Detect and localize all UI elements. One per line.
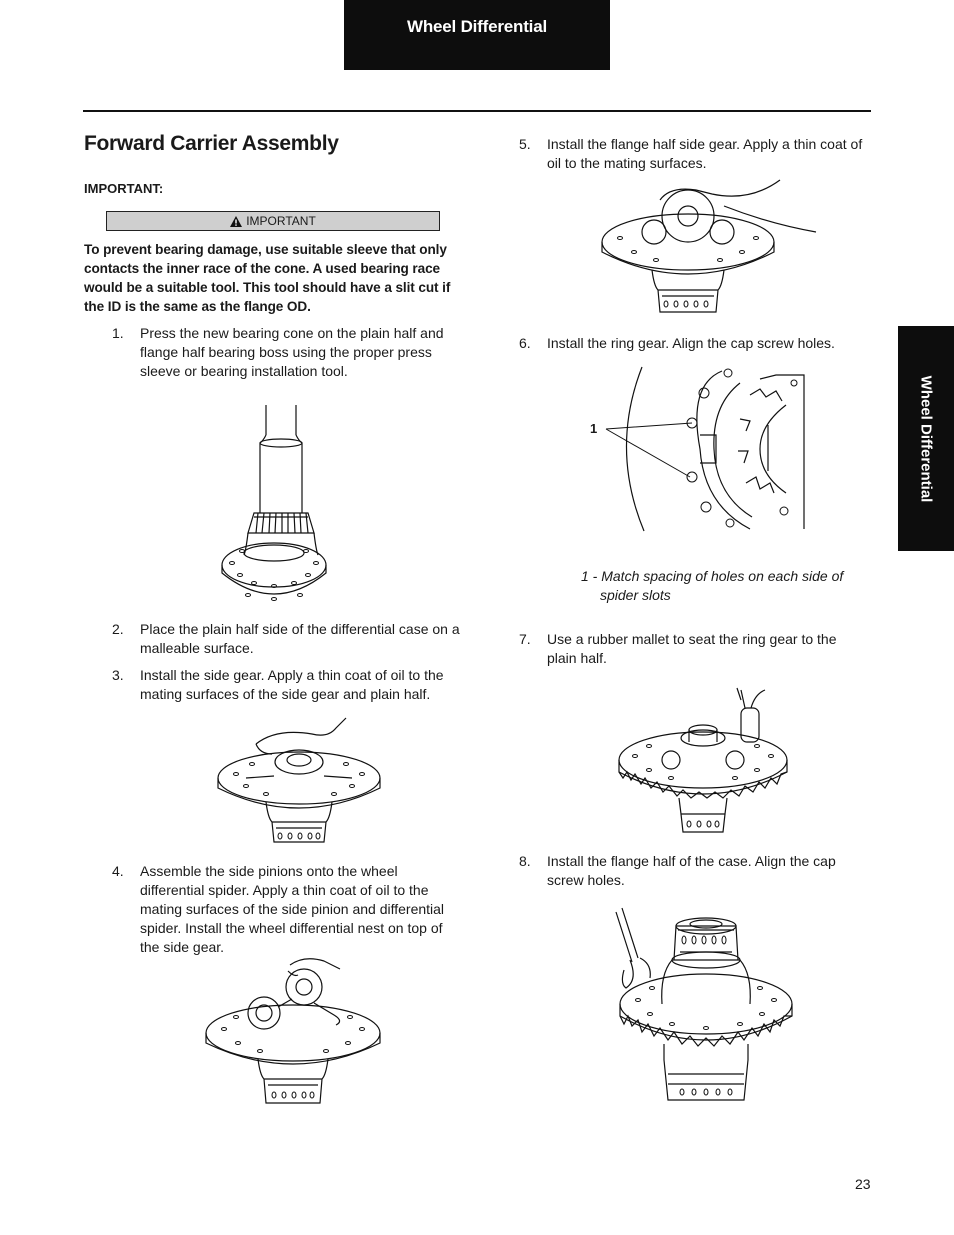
- step-6: 6. Install the ring gear. Align the cap …: [519, 334, 869, 353]
- important-banner: IMPORTANT: [106, 211, 440, 231]
- step-4: 4. Assemble the side pinions onto the wh…: [112, 862, 462, 957]
- step-2: 2. Place the plain half side of the diff…: [112, 620, 462, 658]
- figure-flange-half-install: [612, 904, 796, 1112]
- step-text: Assemble the side pinions onto the wheel…: [140, 863, 445, 955]
- step-number: 2.: [112, 621, 124, 637]
- caption-line-2: spider slots: [600, 587, 671, 603]
- step-7: 7. Use a rubber mallet to seat the ring …: [519, 630, 869, 668]
- figure-callout-1: 1: [590, 421, 598, 436]
- step-text: Install the flange half side gear. Apply…: [547, 136, 863, 171]
- important-banner-label: IMPORTANT: [246, 214, 316, 228]
- figure-caption: 1 - Match spacing of holes on each side …: [581, 567, 861, 605]
- figure-mallet-ring-gear: [615, 686, 797, 834]
- step-number: 1.: [112, 325, 124, 341]
- side-section-label: Wheel Differential: [917, 375, 935, 502]
- figure-ring-gear-alignment: [600, 365, 810, 533]
- figure-side-gear: [216, 718, 382, 844]
- page-number: 23: [855, 1176, 871, 1192]
- figure-bearing-press: [218, 405, 330, 605]
- step-text: Place the plain half side of the differe…: [140, 621, 460, 656]
- step-text: Install the ring gear. Align the cap scr…: [547, 335, 835, 351]
- step-number: 6.: [519, 335, 531, 351]
- step-number: 8.: [519, 853, 531, 869]
- side-section-tab: Wheel Differential: [898, 326, 954, 551]
- header-section-tab: Wheel Differential: [344, 0, 610, 70]
- step-8: 8. Install the flange half of the case. …: [519, 852, 869, 890]
- figure-differential-nest: [204, 955, 382, 1107]
- step-number: 3.: [112, 667, 124, 683]
- warning-triangle-icon: [230, 216, 243, 228]
- header-section-label: Wheel Differential: [407, 17, 547, 36]
- figure-flange-side-gear: [600, 180, 816, 316]
- caption-line-1: 1 - Match spacing of holes on each side …: [581, 568, 844, 584]
- step-number: 5.: [519, 136, 531, 152]
- important-heading: IMPORTANT:: [84, 181, 164, 196]
- warning-text: To prevent bearing damage, use suitable …: [84, 242, 451, 314]
- step-number: 7.: [519, 631, 531, 647]
- step-text: Use a rubber mallet to seat the ring gea…: [547, 631, 837, 666]
- step-text: Install the side gear. Apply a thin coat…: [140, 667, 444, 702]
- page-title: Forward Carrier Assembly: [84, 132, 339, 155]
- step-text: Install the flange half of the case. Ali…: [547, 853, 836, 888]
- step-text: Press the new bearing cone on the plain …: [140, 325, 444, 379]
- step-1: 1. Press the new bearing cone on the pla…: [112, 324, 462, 381]
- header-rule: [83, 110, 871, 112]
- step-number: 4.: [112, 863, 124, 879]
- step-3: 3. Install the side gear. Apply a thin c…: [112, 666, 462, 704]
- step-5: 5. Install the flange half side gear. Ap…: [519, 135, 869, 173]
